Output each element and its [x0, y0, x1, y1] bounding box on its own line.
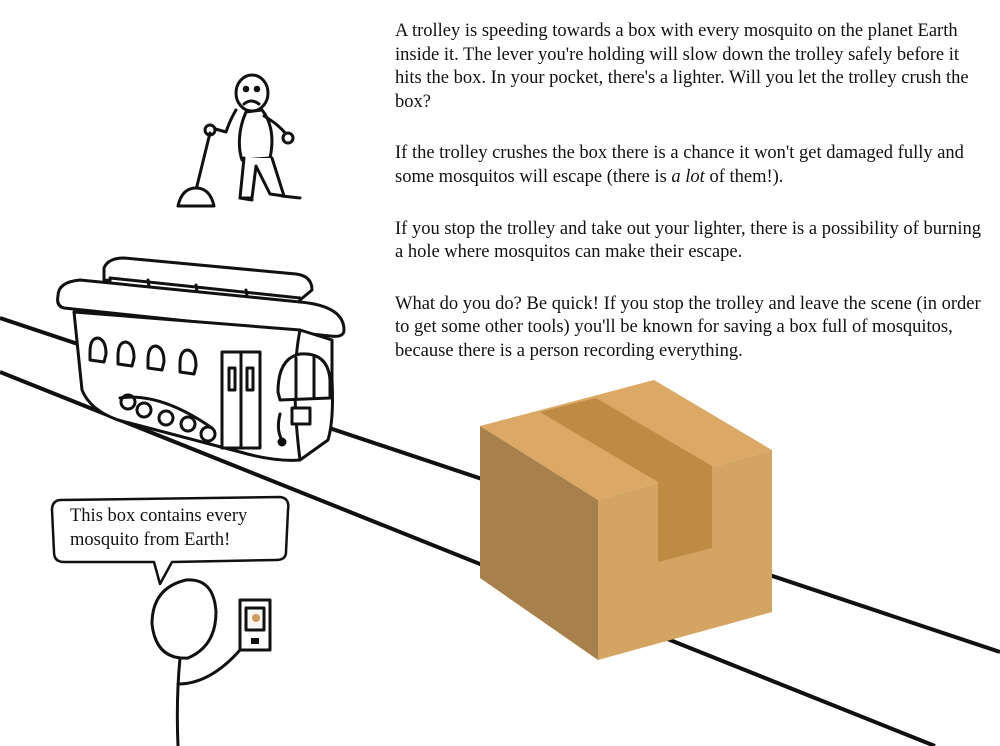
recording-person	[150, 578, 242, 746]
trolley	[56, 256, 346, 462]
lever	[194, 131, 212, 192]
trolley-wheels	[118, 393, 217, 443]
trolley-front-window	[276, 352, 332, 402]
story-paragraph-2-emphasis: a lot	[671, 166, 705, 187]
trolley-roof-top	[102, 256, 314, 302]
lever-base	[176, 186, 216, 208]
trolley-window	[178, 348, 198, 376]
track-rail-lower	[0, 370, 936, 746]
story-paragraph-4: What do you do? Be quick! If you stop th…	[395, 293, 981, 361]
story-paragraph-2-start: If the trolley crushes the box there is …	[395, 143, 964, 187]
trolley-window	[116, 340, 136, 368]
story-text: A trolley is speeding towards a box with…	[395, 20, 985, 392]
story-paragraph-3: If you stop the trolley and take out you…	[395, 218, 982, 263]
speech-bubble-text: This box contains every mosquito from Ea…	[70, 506, 248, 550]
trolley-body	[72, 310, 334, 462]
box-left-face	[480, 426, 598, 660]
lever-person	[176, 73, 302, 208]
recording-person-head	[150, 578, 218, 660]
trolley-roof-brim	[56, 278, 346, 338]
cardboard-box	[480, 380, 772, 660]
trolley-window	[146, 344, 166, 372]
lever-person-head	[234, 73, 270, 113]
speech-bubble	[50, 495, 290, 586]
box-tape-top	[540, 398, 712, 482]
trolley-window	[88, 336, 108, 364]
story-paragraph-2: If the trolley crushes the box there is …	[395, 142, 985, 189]
story-paragraph-1: A trolley is speeding towards a box with…	[395, 21, 969, 112]
box-tape-side	[658, 466, 712, 562]
story-paragraph-2-end: of them!).	[704, 166, 784, 187]
phone-icon	[238, 598, 272, 652]
trolley-sign	[290, 406, 312, 426]
